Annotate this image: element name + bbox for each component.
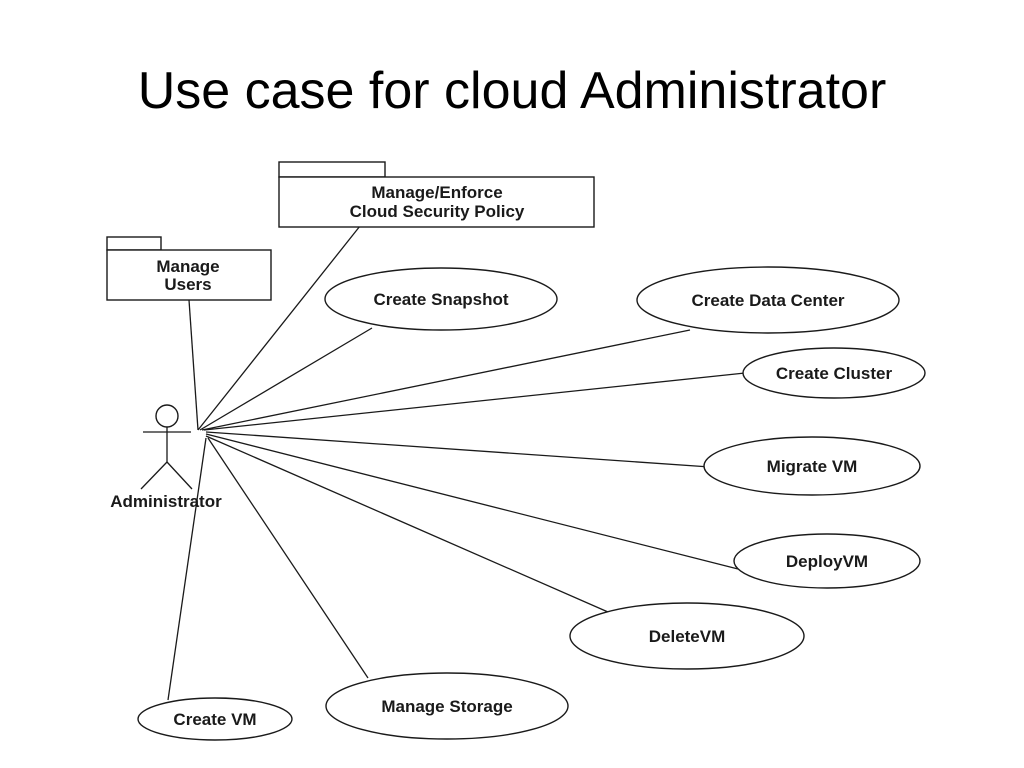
association-create-snapshot [199,327,373,431]
use-case-deploy-vm: DeployVM [733,533,921,589]
use-case-label: DeleteVM [649,627,726,646]
use-case-label: Manage Storage [381,697,512,716]
package-manage-users-line2: Users [164,275,211,294]
use-case-label: Create Data Center [691,291,844,310]
association-delete-vm [205,435,609,613]
association-create-cluster [203,372,746,431]
association-manage-storage [207,437,369,679]
package-body [278,176,595,228]
package-security-policy-line2: Cloud Security Policy [350,202,525,221]
association-deploy-vm [205,433,739,570]
slide-title: Use case for cloud Administrator [137,62,887,120]
use-case-label: Migrate VM [767,457,858,476]
package-body [106,249,272,301]
association-migrate-vm [205,431,711,468]
package-manage-users-line1: Manage [156,257,219,276]
association-security-policy [197,225,361,431]
use-case-migrate-vm: Migrate VM [703,436,921,496]
actor-label: Administrator [110,492,222,511]
use-case-label: Create Cluster [776,364,893,383]
use-case-create-cluster: Create Cluster [742,347,926,399]
association-create-vm [167,437,207,701]
use-case-create-data-center: Create Data Center [636,266,900,334]
use-case-manage-storage: Manage Storage [325,672,569,740]
stick-figure-icon [140,404,193,490]
package-security-policy: Manage/Enforce Cloud Security Policy [278,161,595,228]
association-lines [167,225,746,701]
association-manage-users [188,299,199,431]
package-security-policy-line1: Manage/Enforce [371,183,502,202]
use-case-label: DeployVM [786,552,868,571]
use-case-label: Create VM [173,710,256,729]
use-case-delete-vm: DeleteVM [569,602,805,670]
package-tab [106,236,162,251]
use-case-create-snapshot: Create Snapshot [324,267,558,331]
association-create-data-center [201,329,691,431]
actor-administrator: Administrator [110,404,222,511]
use-case-create-vm: Create VM [137,697,293,741]
package-manage-users: Manage Users [106,236,272,301]
use-case-label: Create Snapshot [373,290,508,309]
package-tab [278,161,386,178]
